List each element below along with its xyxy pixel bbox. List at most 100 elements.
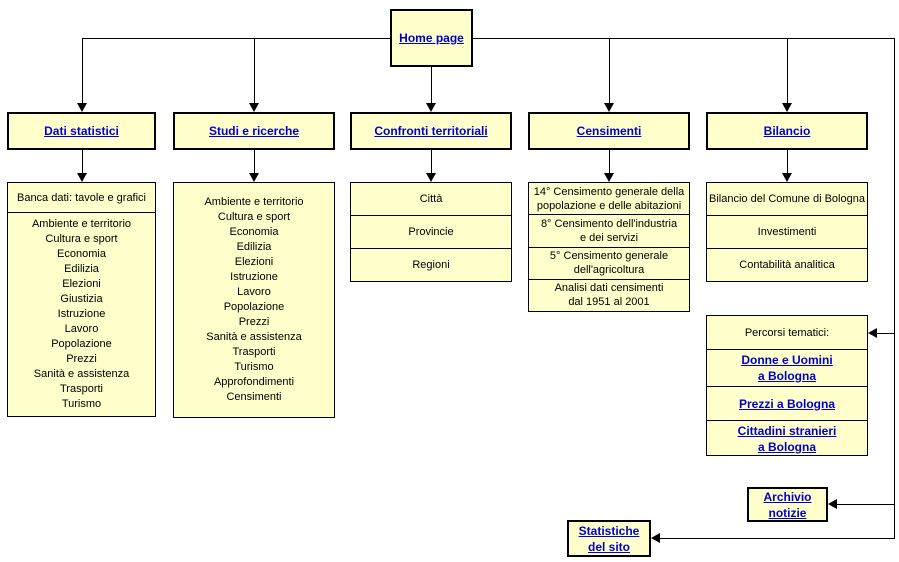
list-item: Sanità e assistenza xyxy=(33,368,130,380)
connector-line xyxy=(837,504,895,505)
list-item: Ambiente e territorio xyxy=(204,196,304,208)
list-item: Istruzione xyxy=(57,308,106,320)
header-dati-statistici: Dati statistici xyxy=(7,112,156,150)
bilancio-link[interactable]: Bilancio xyxy=(763,124,811,138)
arrow-left-icon xyxy=(868,328,877,338)
home-page-box: Home page xyxy=(390,9,473,67)
panel-studi-e-ricerche: Ambiente e territorio Cultura e sport Ec… xyxy=(173,182,335,418)
connector-line xyxy=(254,150,255,173)
cell-label: e dei servizi xyxy=(579,231,639,244)
panel-censimenti: 14° Censimento generale della popolazion… xyxy=(528,182,690,312)
studi-e-ricerche-list: Ambiente e territorio Cultura e sport Ec… xyxy=(174,183,334,405)
cell-censimento-industria: 8° Censimento dell'industria e dei servi… xyxy=(529,214,689,246)
list-item: Prezzi xyxy=(66,353,97,365)
list-item: Economia xyxy=(57,248,106,260)
list-item: Lavoro xyxy=(237,286,271,298)
arrow-down-icon xyxy=(249,173,259,182)
list-item: Censimenti xyxy=(226,391,282,403)
donne-e-uomini-link[interactable]: Donne e Uomini a Bologna xyxy=(741,352,832,384)
percorsi-tematici-title-row: Percorsi tematici: xyxy=(707,316,867,349)
archivio-notizie-link[interactable]: Archivio notizie xyxy=(763,489,811,521)
cell-label: Contabilità analitica xyxy=(739,259,835,271)
statistiche-del-sito-link[interactable]: Statistiche del sito xyxy=(579,523,640,555)
dati-statistici-link[interactable]: Dati statistici xyxy=(44,124,119,138)
connector-line xyxy=(877,333,895,334)
connector-line xyxy=(894,38,895,539)
arrow-down-icon xyxy=(249,103,259,112)
list-item: Istruzione xyxy=(230,271,278,283)
link-line[interactable]: Cittadini stranieri xyxy=(737,424,837,438)
header-confronti-territoriali: Confronti territoriali xyxy=(350,112,512,150)
cell-label: Analisi dati censimenti xyxy=(554,282,664,295)
list-item: Sanità e assistenza xyxy=(206,331,302,343)
list-item: Cultura e sport xyxy=(217,211,291,223)
cell-bilancio-comune: Bilancio del Comune di Bologna xyxy=(707,183,867,215)
connector-line xyxy=(660,538,895,539)
panel-confronti-territoriali: Città Provincie Regioni xyxy=(350,182,512,282)
cell-analisi-censimenti: Analisi dati censimenti dal 1951 al 2001 xyxy=(529,278,689,311)
list-item: Popolazione xyxy=(51,338,112,350)
list-item: Edilizia xyxy=(64,263,99,275)
connector-line xyxy=(472,38,895,39)
header-studi-e-ricerche: Studi e ricerche xyxy=(173,112,335,150)
studi-e-ricerche-link[interactable]: Studi e ricerche xyxy=(208,124,300,138)
prezzi-a-bologna-link[interactable]: Prezzi a Bologna xyxy=(739,396,835,412)
list-item: Popolazione xyxy=(223,301,285,313)
home-page-link[interactable]: Home page xyxy=(399,31,464,45)
list-item: Economia xyxy=(229,226,279,238)
link-line[interactable]: notizie xyxy=(768,505,807,520)
cell-label: 8° Censimento dell'industria xyxy=(540,217,678,230)
cell-censimento-agricoltura: 5° Censimento generale dell'agricoltura xyxy=(529,246,689,279)
cell-label: 5° Censimento generale xyxy=(549,250,669,263)
cell-citta: Città xyxy=(351,183,511,215)
cell-label: Città xyxy=(419,193,443,205)
cell-label: popolazione e delle abitazioni xyxy=(536,199,682,212)
cell-label: dell'agricoltura xyxy=(573,264,645,277)
cell-label: Bilancio del Comune di Bologna xyxy=(709,193,865,205)
panel-banca-dati: Banca dati: tavole e grafici Ambiente e … xyxy=(7,182,156,417)
cell-label: Regioni xyxy=(412,259,450,271)
confronti-territoriali-link[interactable]: Confronti territoriali xyxy=(374,124,488,138)
arrow-down-icon xyxy=(604,173,614,182)
cell-contabilita-analitica: Contabilità analitica xyxy=(707,248,867,281)
connector-line xyxy=(254,38,255,103)
link-line[interactable]: Statistiche xyxy=(578,523,640,538)
link-line[interactable]: a Bologna xyxy=(757,440,816,454)
list-item: Ambiente e territorio xyxy=(31,218,132,230)
connector-line xyxy=(787,38,788,103)
arrow-down-icon xyxy=(426,103,436,112)
list-item: Giustizia xyxy=(60,293,103,305)
percorsi-tematici-title: Percorsi tematici: xyxy=(744,326,830,339)
panel-bilancio: Bilancio del Comune di Bologna Investime… xyxy=(706,182,868,282)
link-line[interactable]: Archivio xyxy=(763,489,812,504)
arrow-down-icon xyxy=(77,103,87,112)
link-line[interactable]: Prezzi a Bologna xyxy=(738,396,836,411)
connector-line xyxy=(609,150,610,173)
list-item: Lavoro xyxy=(64,323,99,335)
list-item: Elezioni xyxy=(62,278,101,290)
percorsi-link-prezzi[interactable]: Prezzi a Bologna xyxy=(707,386,867,420)
arrow-down-icon xyxy=(782,103,792,112)
cell-label: 14° Censimento generale della xyxy=(533,185,685,198)
connector-line xyxy=(82,150,83,173)
link-line[interactable]: a Bologna xyxy=(757,369,816,383)
arrow-left-icon xyxy=(651,533,660,543)
arrow-down-icon xyxy=(426,173,436,182)
cittadini-stranieri-link[interactable]: Cittadini stranieri a Bologna xyxy=(738,423,837,455)
header-bilancio: Bilancio xyxy=(706,112,868,150)
censimenti-link[interactable]: Censimenti xyxy=(576,124,642,138)
list-item: Turismo xyxy=(234,361,274,373)
link-line[interactable]: del sito xyxy=(587,539,630,554)
statistiche-del-sito-box: Statistiche del sito xyxy=(567,520,651,557)
connector-line xyxy=(431,150,432,173)
list-item: Trasporti xyxy=(60,383,103,395)
connector-line xyxy=(82,38,390,39)
header-censimenti: Censimenti xyxy=(528,112,690,150)
list-item: Trasporti xyxy=(232,346,276,358)
percorsi-link-cittadini-stranieri[interactable]: Cittadini stranieri a Bologna xyxy=(707,420,867,457)
percorsi-link-donne-e-uomini[interactable]: Donne e Uomini a Bologna xyxy=(707,349,867,386)
link-line[interactable]: Donne e Uomini xyxy=(741,353,833,367)
arrow-down-icon xyxy=(782,173,792,182)
arrow-left-icon xyxy=(828,499,837,509)
